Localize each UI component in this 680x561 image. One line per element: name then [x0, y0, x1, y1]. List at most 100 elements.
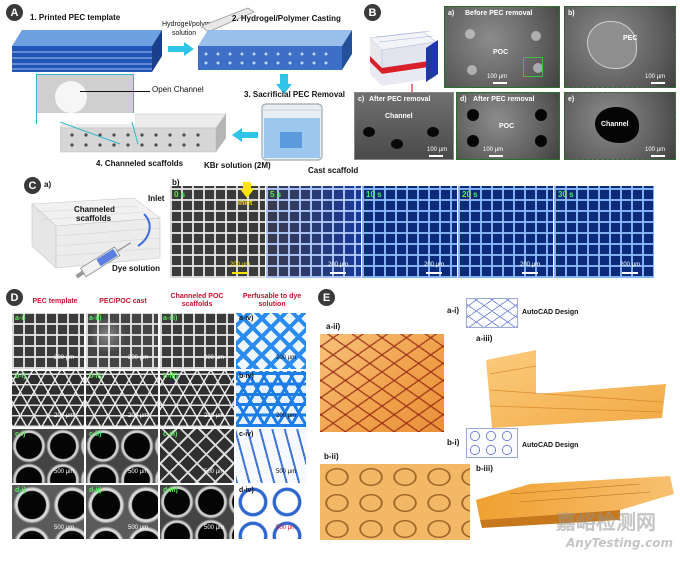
sem-a-pore-4	[533, 63, 543, 73]
sem-c-title: After PEC removal	[369, 96, 431, 103]
channeled-scaffolds-label-2: scaffolds	[76, 214, 112, 223]
sem-e-scalebar	[651, 155, 665, 157]
frame-20s-time: 20 s	[462, 190, 478, 199]
sem-c-channel-1	[363, 127, 375, 137]
channeled-scaffolds-label-1: Channeled	[74, 205, 115, 214]
e-b-ii-label: b-ii)	[324, 452, 339, 461]
d-c-ii-label: c-ii)	[89, 431, 102, 438]
panel-c-badge: C	[24, 177, 41, 194]
pipette-icon	[201, 7, 255, 33]
dye-solution-label: Dye solution	[112, 264, 161, 273]
e-b-iii-scaffold	[476, 476, 674, 528]
watermark-en: AnyTesting.com	[566, 536, 673, 550]
inset-connector	[60, 121, 139, 145]
d-c-i-label: c-i)	[15, 431, 26, 438]
e-b-ii-scaffold	[320, 464, 470, 540]
inset-bottom-band	[37, 113, 135, 124]
d-c-iii-label: c-iii)	[163, 431, 178, 438]
perfusion-frame-30s: 30 s 200 µm	[554, 186, 654, 278]
sem-after-removal-d: d) After PEC removal POC 100 µm	[456, 92, 560, 160]
col-header-channeled-poc: Channeled POC scaffolds	[170, 293, 224, 308]
e-autocad-label-2: AutoCAD Design	[522, 442, 579, 449]
d-c-iv-label: c-iv)	[239, 431, 254, 438]
sem-a-label: a)	[448, 10, 455, 17]
d-a-iii: a-iii) 200 µm	[160, 313, 234, 369]
sem-c-channel-3	[391, 139, 403, 149]
sem-c-scalebar	[429, 155, 443, 157]
d-d-ii-label: d-ii)	[89, 487, 102, 494]
arrow-left-icon	[232, 128, 258, 142]
sem-a-pore-3	[467, 65, 477, 75]
panel-b-badge: B	[364, 4, 381, 21]
sem-e-scale: 100 µm	[645, 147, 666, 153]
perfusion-frame-20s: 20 s 200 µm	[458, 186, 553, 278]
d-a-ii-label: a-ii)	[89, 315, 102, 322]
inlet-arrow-icon	[240, 182, 254, 198]
d-d-iv-scale: 500 µm	[276, 525, 297, 531]
d-b-ii: b-ii) 200 µm	[86, 371, 158, 427]
d-a-ii-scale: 200 µm	[128, 355, 149, 361]
open-channel-pointer	[80, 91, 150, 92]
frame-0s-inlet: Inlet	[238, 200, 253, 207]
sem-b-scale: 100 µm	[645, 74, 666, 80]
col-header-pec-template: PEC template	[32, 298, 78, 305]
sem-b-label: b)	[568, 10, 575, 17]
panel-a-badge: A	[6, 4, 23, 21]
d-b-iv-label: b-iv)	[239, 373, 254, 380]
d-a-iii-scale: 200 µm	[204, 355, 225, 361]
sem-c-channel: Channel	[385, 113, 413, 120]
sem-b-pec-region	[587, 21, 637, 69]
d-b-i-scale: 200 µm	[54, 413, 75, 419]
open-channel-circle	[55, 81, 87, 113]
d-a-ii: a-ii) 200 µm	[86, 313, 158, 369]
frame-20s-scale: 200 µm	[520, 262, 541, 268]
sem-d-channel-3	[467, 135, 479, 147]
sem-a-pore-1	[465, 29, 475, 39]
d-b-i-label: b-i)	[15, 373, 26, 380]
beaker-icon	[261, 103, 323, 161]
hydrogel-label-1: Hydrogel/polymer	[162, 21, 217, 28]
d-d-i-label: d-i)	[15, 487, 26, 494]
sem-d-channel-4	[535, 135, 547, 147]
sem-d-scale: 100 µm	[483, 147, 504, 153]
syringe-icon	[75, 242, 132, 279]
sem-c-scale: 100 µm	[427, 147, 448, 153]
sem-a-poc: POC	[493, 49, 509, 56]
d-d-ii-scale: 500 µm	[128, 525, 149, 531]
d-b-iii-label: b-iii)	[163, 373, 178, 380]
sem-b-scalebar	[651, 82, 665, 84]
d-b-iii-scale: 200 µm	[204, 413, 225, 419]
d-a-i-label: a-i)	[15, 315, 26, 322]
sem-a-zoom-box	[523, 57, 543, 77]
frame-0s-scalebar	[232, 272, 248, 274]
sem-d-scalebar	[489, 155, 503, 157]
sem-d-poc: POC	[499, 123, 515, 130]
sem-before-removal-a: a) Before PEC removal POC 100 µm	[444, 6, 560, 88]
panel-d-badge: D	[6, 289, 23, 306]
d-d-iv-label: d-iv)	[239, 487, 254, 494]
d-d-iv: d-iv) 500 µm	[236, 485, 306, 539]
d-c-iii: c-iii) 500 µm	[160, 429, 234, 483]
d-d-iii-scale: 500 µm	[204, 525, 225, 531]
step1-label: 1. Printed PEC template	[30, 13, 121, 22]
cast-block	[198, 30, 352, 70]
sem-a-scalebar	[493, 82, 507, 84]
e-autocad-design-2	[466, 428, 518, 458]
d-a-iii-label: a-iii)	[163, 315, 178, 322]
e-b-i-label: b-i)	[447, 438, 460, 447]
step4-label: 4. Channeled scaffolds	[96, 159, 184, 168]
open-channel-inset	[36, 74, 135, 124]
panel-c-b-label: b)	[172, 178, 180, 187]
frame-0s-time: 0 s	[174, 190, 186, 199]
frame-30s-time: 30 s	[558, 190, 574, 199]
d-d-iii: d-iii) 500 µm	[160, 485, 234, 539]
channeled-scaffold-3d	[31, 197, 161, 269]
e-a-i-label: a-i)	[447, 306, 459, 315]
frame-5s-scalebar	[330, 272, 346, 274]
d-c-ii-scale: 500 µm	[128, 469, 149, 475]
frame-0s-scale: 200 µm	[230, 262, 251, 268]
step3-label: 3. Sacrificial PEC Removal	[244, 90, 345, 99]
sem-d-title: After PEC removal	[473, 96, 535, 103]
perfusion-frame-5s: 5 s 200 µm	[266, 186, 361, 278]
frame-20s-scalebar	[522, 272, 538, 274]
